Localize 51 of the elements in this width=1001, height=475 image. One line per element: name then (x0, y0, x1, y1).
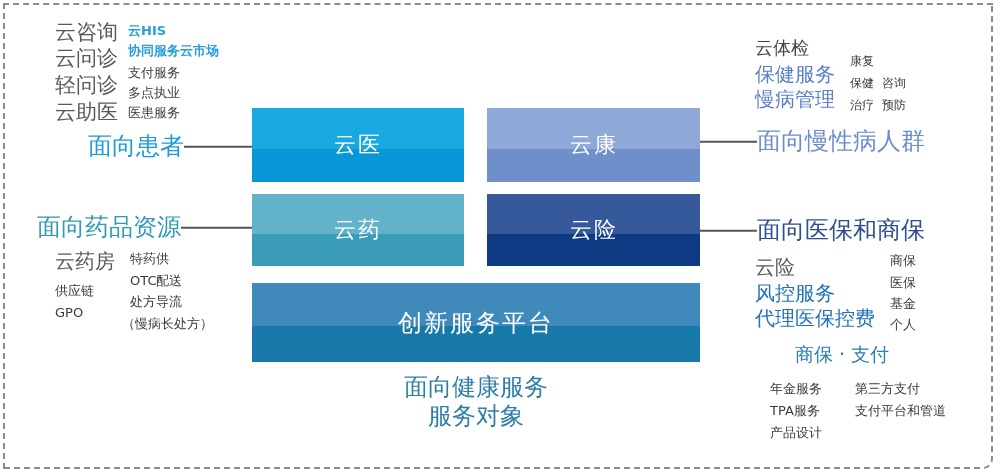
item-text: 年金服务 (770, 382, 822, 397)
item-text: 预防 (882, 99, 906, 113)
item-text: 保健 (850, 77, 874, 91)
item-text: 多点执业 (128, 86, 180, 101)
service-panel: 云医 (252, 108, 464, 182)
audience-heading: 面向患者 (88, 133, 184, 161)
service-panel: 云康 (487, 108, 700, 182)
item-text: 治疗 (850, 99, 874, 113)
feature-text: 风控服务 (755, 282, 835, 305)
connector-line (180, 226, 253, 229)
service-name: 云体检 (755, 38, 809, 59)
item-text: 商保 (890, 254, 916, 269)
platform-caption: 面向健康服务服务对象 (403, 373, 549, 431)
item-text: OTC配送 (130, 274, 183, 289)
service-name: 云咨询 (55, 20, 118, 45)
service-name: 云助医 (55, 100, 118, 125)
audience-heading: 面向药品资源 (37, 214, 181, 242)
item-text: 个人 (890, 318, 916, 333)
item-text: 特药供 (130, 252, 169, 267)
item-text: 康复 (850, 55, 874, 69)
item-text: 医患服务 (128, 106, 180, 121)
feature-text: 云HIS (128, 24, 167, 39)
item-text: 支付平台和管道 (855, 404, 946, 419)
item-text: （慢病长处方） (122, 317, 213, 332)
item-text: 供应链 (55, 284, 94, 299)
audience-heading: 面向医保和商保 (757, 217, 925, 245)
section-heading: 商保 · 支付 (795, 344, 890, 366)
connector-line (183, 145, 253, 148)
item-text: 第三方支付 (855, 382, 920, 397)
item-text: 产品设计 (770, 426, 822, 441)
audience-heading: 面向慢性病人群 (757, 128, 925, 156)
feature-text: 代理医保控费 (755, 307, 875, 330)
service-panel: 创新服务平台 (252, 283, 700, 362)
item-text: 基金 (890, 297, 916, 312)
connector-line (699, 140, 758, 143)
feature-text: 协同服务云市场 (128, 44, 219, 59)
item-text: 支付服务 (128, 66, 180, 81)
item-text: 医保 (890, 276, 916, 291)
service-name: 云险 (755, 256, 795, 279)
service-panel: 云药 (252, 194, 464, 266)
feature-text: 慢病管理 (755, 88, 835, 111)
service-name: 云药房 (55, 250, 115, 273)
connector-line (699, 229, 758, 232)
item-text: 咨询 (882, 77, 906, 91)
item-text: TPA服务 (770, 404, 820, 419)
service-name: 云问诊 (55, 46, 118, 71)
service-name: 轻问诊 (55, 73, 118, 98)
item-text: 处方导流 (130, 295, 182, 310)
item-text: GPO (55, 306, 84, 321)
service-panel: 云险 (487, 194, 700, 266)
feature-text: 保健服务 (755, 63, 835, 86)
